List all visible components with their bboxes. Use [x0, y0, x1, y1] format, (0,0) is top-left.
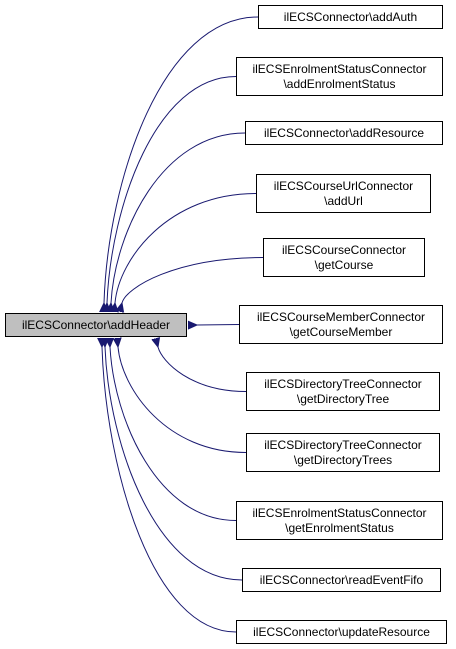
node-caller-label-line: ilECSConnector\addAuth [283, 9, 418, 24]
edge-addenrolmentstatus-to-addheader [107, 76, 237, 304]
node-caller-label-line: ilECSEnrolmentStatusConnector [252, 61, 427, 76]
node-caller-label-line: \getCourse [314, 257, 374, 272]
node-caller-getcourse[interactable]: ilECSCourseConnector\getCourse [263, 238, 425, 277]
node-caller-label-line: ilECSConnector\readEventFifo [259, 572, 424, 587]
edge-getdirectorytrees-to-addheader [118, 347, 247, 453]
node-caller-label-line: \getDirectoryTree [296, 391, 390, 406]
edge-getdirectorytree-to-addheader [158, 347, 247, 392]
node-caller-label-line: \addEnrolmentStatus [283, 76, 396, 91]
node-caller-label-line: \getEnrolmentStatus [285, 520, 394, 535]
node-caller-label-line: ilECSConnector\updateResource [253, 624, 430, 639]
edge-updateresource-to-addheader [102, 347, 237, 633]
node-caller-addenrolmentstatus[interactable]: ilECSEnrolmentStatusConnector\addEnrolme… [236, 57, 443, 96]
node-caller-label-line: ilECSDirectoryTreeConnector [264, 376, 422, 391]
node-caller-label-line: \addUrl [324, 193, 363, 208]
node-caller-getcoursemember[interactable]: ilECSCourseMemberConnector\getCourseMemb… [239, 305, 443, 344]
node-caller-updateresource[interactable]: ilECSConnector\updateResource [236, 620, 447, 644]
node-caller-getdirectorytrees[interactable]: ilECSDirectoryTreeConnector\getDirectory… [246, 433, 440, 472]
edge-getenrolmentstatus-to-addheader [110, 347, 237, 521]
node-caller-label-line: \getDirectoryTrees [293, 452, 393, 467]
node-caller-label-line: \getCourseMember [289, 324, 393, 339]
node-caller-getenrolmentstatus[interactable]: ilECSEnrolmentStatusConnector\getEnrolme… [236, 501, 443, 540]
node-caller-readeventfifo[interactable]: ilECSConnector\readEventFifo [242, 568, 441, 592]
node-caller-label-line: ilECSEnrolmentStatusConnector [252, 505, 427, 520]
node-caller-addurl[interactable]: ilECSCourseUrlConnector\addUrl [256, 174, 431, 213]
node-caller-label-line: ilECSConnector\addResource [263, 125, 425, 140]
node-caller-label-line: ilECSCourseUrlConnector [273, 178, 414, 193]
node-caller-label-line: ilECSCourseConnector [281, 242, 407, 257]
node-root-addheader: ilECSConnector\addHeader [5, 313, 187, 337]
node-root-label: ilECSConnector\addHeader [21, 317, 171, 332]
edge-getcourse-to-addheader [122, 257, 264, 304]
edge-addurl-to-addheader [115, 193, 257, 304]
edge-addauth-to-addheader [104, 16, 259, 303]
node-caller-label-line: ilECSCourseMemberConnector [256, 309, 426, 324]
node-caller-addresource[interactable]: ilECSConnector\addResource [245, 121, 443, 145]
edge-readeventfifo-to-addheader [105, 347, 243, 581]
node-caller-getdirectorytree[interactable]: ilECSDirectoryTreeConnector\getDirectory… [246, 372, 440, 411]
node-caller-addauth[interactable]: ilECSConnector\addAuth [258, 5, 443, 29]
edge-addresource-to-addheader [111, 132, 246, 303]
edge-getcoursemember-to-addheader [197, 325, 240, 326]
node-caller-label-line: ilECSDirectoryTreeConnector [264, 437, 422, 452]
